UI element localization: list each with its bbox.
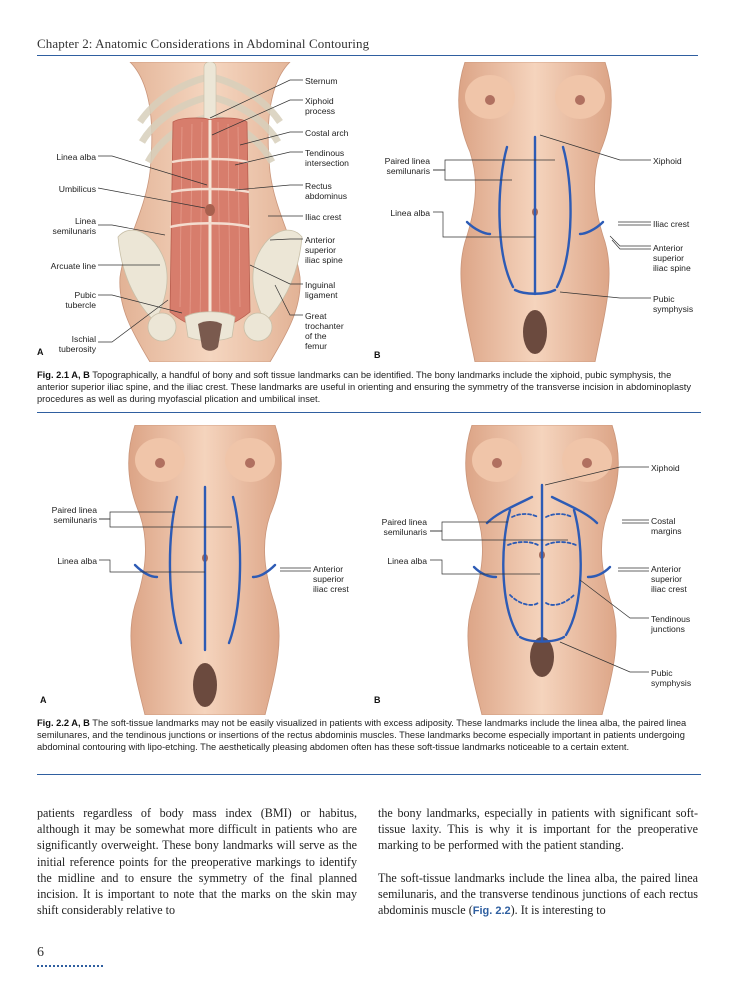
fig2b-label-linea-alba: Linea alba — [387, 556, 427, 566]
body-column-left: patients regardless of body mass index (… — [37, 805, 357, 934]
body-paragraph: patients regardless of body mass index (… — [37, 806, 357, 918]
fig1a-label-ischial: Ischial tuberosity — [58, 334, 96, 354]
body-column-right: the bony landmarks, especially in patien… — [378, 805, 698, 935]
running-head: Chapter 2: Anatomic Considerations in Ab… — [37, 36, 370, 51]
fig-2-1-caption-label: Fig. 2.1 A, B — [37, 370, 90, 380]
fig1b-label-pubic-symphysis: Pubic symphysis — [653, 294, 694, 314]
fig2b-leader-lines — [430, 466, 649, 673]
fig2b-label-costal-margins: Costal margins — [651, 516, 682, 536]
header-rule — [37, 55, 698, 56]
fig-2-2-caption-label: Fig. 2.2 A, B — [37, 718, 90, 728]
fig1-panel-b-letter: B — [374, 350, 381, 360]
fig-2-1-caption-text: Topographically, a handful of bony and s… — [37, 370, 692, 405]
fig1b-label-linea-alba: Linea alba — [390, 208, 430, 218]
fig2b-label-tendinous-junctions: Tendinous junctions — [651, 614, 691, 634]
fig1b-leader-lines — [433, 134, 651, 299]
fig1a-label-tendinous-intersection: Tendinous intersection — [305, 148, 349, 168]
fig2-panel-b-letter: B — [374, 695, 381, 705]
figure-reference-link[interactable]: Fig. 2.2 — [472, 905, 511, 918]
fig1a-label-asis: Anterior superior iliac spine — [305, 235, 343, 265]
fig2-panel-a-letter: A — [40, 695, 47, 705]
fig-2-1a-illustration — [117, 62, 303, 362]
fig1a-label-inguinal: Inguinal ligament — [305, 280, 338, 300]
fig-2-2-caption-rule — [37, 774, 701, 775]
fig1a-label-xiphoid: Xiphoid process — [305, 96, 336, 116]
fig-2-1-caption: Fig. 2.1 A, B Topographically, a handful… — [37, 369, 701, 406]
fig1a-label-linea-semilunaris: Linea semilunaris — [52, 216, 96, 236]
fig1b-label-asis: Anterior superior iliac spine — [653, 243, 691, 273]
fig1b-label-xiphoid: Xiphoid — [653, 156, 682, 166]
fig-2-1-caption-rule — [37, 412, 701, 413]
fig1a-leader-lines — [97, 79, 303, 343]
fig1a-label-sternum: Sternum — [305, 76, 338, 86]
body-paragraph: the bony landmarks, especially in patien… — [378, 806, 698, 853]
fig2a-label-paired-linea: Paired linea semilunaris — [51, 505, 97, 525]
fig2b-label-pubic-symphysis: Pubic symphysis — [651, 668, 692, 688]
fig1-panel-a-letter: A — [37, 347, 44, 357]
fig-2-2-caption: Fig. 2.2 A, B The soft-tissue landmarks … — [37, 717, 701, 754]
fig1a-label-arcuate: Arcuate line — [50, 261, 96, 271]
fig-2-2a-illustration — [128, 425, 282, 715]
fig1a-label-iliac-crest: Iliac crest — [305, 212, 342, 222]
fig1b-label-paired-linea: Paired linea semilunaris — [384, 156, 430, 176]
fig-2-2b-illustration — [465, 425, 619, 715]
fig-2-1b-illustration — [458, 62, 612, 362]
fig1a-label-linea-alba: Linea alba — [56, 152, 96, 162]
fig2b-label-paired-linea: Paired linea semilunaris — [381, 517, 427, 537]
page-number-rule — [37, 965, 103, 967]
fig1a-label-pubic-tubercle: Pubic tubercle — [65, 290, 96, 310]
body-paragraph: The soft-tissue landmarks include the li… — [378, 870, 698, 920]
fig2b-label-xiphoid: Xiphoid — [651, 463, 680, 473]
body-text: The soft-tissue landmarks include the li… — [378, 870, 698, 918]
fig2a-label-linea-alba: Linea alba — [57, 556, 97, 566]
fig1a-label-umbilicus: Umbilicus — [58, 184, 96, 194]
page-number: 6 — [37, 945, 44, 960]
fig1a-label-rectus: Rectus abdominus — [305, 181, 348, 201]
fig1a-label-trochanter: Great trochanter of the femur — [305, 311, 344, 351]
fig1a-label-costal-arch: Costal arch — [305, 128, 349, 138]
fig2a-label-asis: Anterior superior iliac crest — [313, 564, 349, 594]
fig1b-label-iliac-crest: Iliac crest — [653, 219, 690, 229]
body-text: ). It is interesting to — [510, 903, 606, 918]
fig-2-2-caption-text: The soft-tissue landmarks may not be eas… — [37, 718, 687, 753]
fig2b-label-asis: Anterior superior iliac crest — [651, 564, 687, 594]
fig2a-leader-lines — [99, 511, 311, 573]
